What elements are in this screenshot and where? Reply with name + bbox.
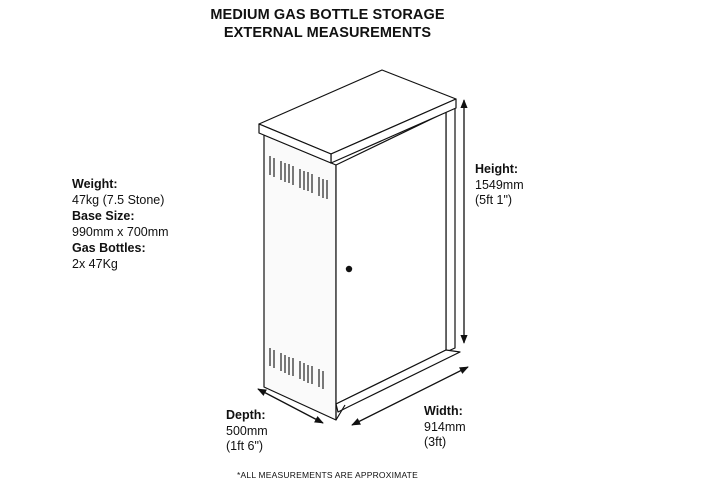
width-arrow xyxy=(351,366,469,426)
depth-label: Depth: xyxy=(226,408,266,422)
door-handle xyxy=(345,265,353,273)
approximate-footnote: *ALL MEASUREMENTS ARE APPROXIMATE xyxy=(237,470,418,480)
depth-dimension: Depth: 500mm (1ft 6") xyxy=(226,408,268,455)
height-dimension: Height: 1549mm (5ft 1") xyxy=(475,162,524,209)
cabinet-back-edge xyxy=(445,107,456,353)
depth-imperial: (1ft 6") xyxy=(226,439,264,453)
lower-vents xyxy=(269,348,324,389)
gas-bottles-value: 2x 47Kg xyxy=(72,256,118,271)
width-imperial: (3ft) xyxy=(424,435,447,449)
cabinet-lid-side-edge xyxy=(258,123,332,164)
height-metric: 1549mm xyxy=(475,177,524,192)
height-label: Height: xyxy=(475,162,519,176)
title-line-2: EXTERNAL MEASUREMENTS xyxy=(223,25,432,41)
depth-arrow xyxy=(257,388,324,424)
vent-row xyxy=(269,156,328,199)
weight-value: 47kg (7.5 Stone) xyxy=(72,192,165,207)
upper-vents xyxy=(269,156,328,199)
diagram-title: MEDIUM GAS BOTTLE STORAGE EXTERNAL MEASU… xyxy=(0,6,655,42)
base-size-value: 990mm x 700mm xyxy=(72,224,169,239)
title-line-1: MEDIUM GAS BOTTLE STORAGE xyxy=(210,7,445,23)
depth-metric: 500mm xyxy=(226,423,268,438)
gas-bottles-label: Gas Bottles: xyxy=(72,241,146,255)
height-imperial: (5ft 1") xyxy=(475,193,513,207)
specs-block: Weight: 47kg (7.5 Stone) Base Size: 990m… xyxy=(72,177,169,272)
base-size-label: Base Size: xyxy=(72,209,135,223)
weight-label: Weight: xyxy=(72,177,118,191)
